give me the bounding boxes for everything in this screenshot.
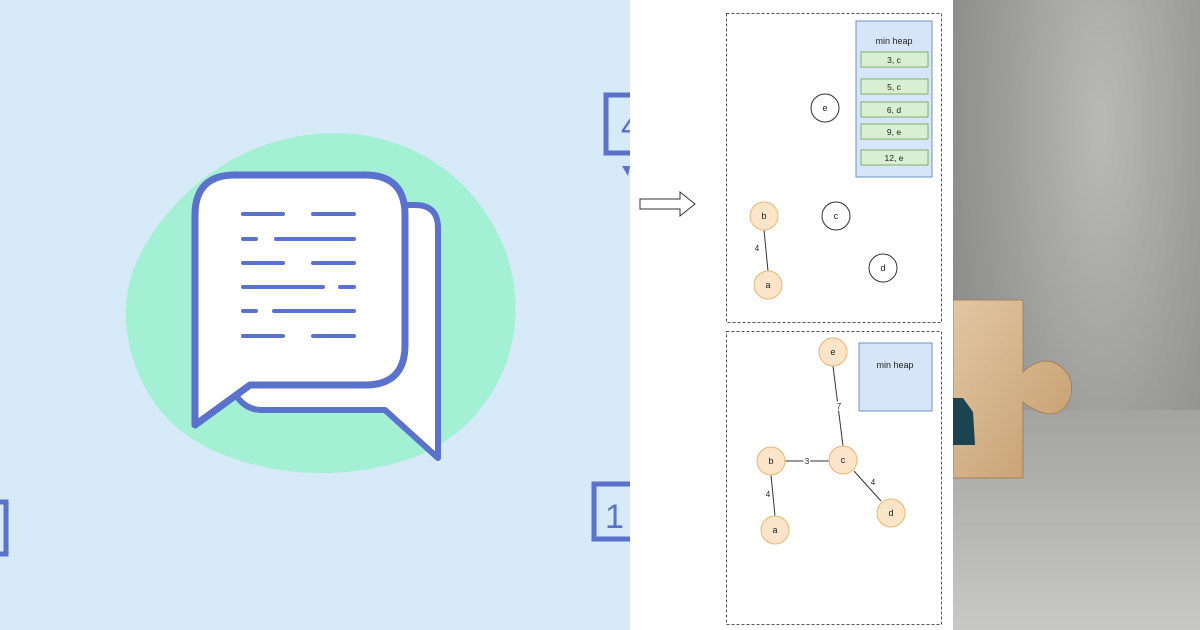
node-c — [828, 445, 858, 475]
svg-text:a: a — [765, 280, 770, 290]
top-graph: 4 e b c a d — [749, 93, 898, 300]
top-frame — [726, 13, 942, 323]
node-a — [753, 270, 783, 300]
svg-text:a: a — [772, 525, 777, 535]
node-b — [756, 446, 786, 476]
edge-b-a — [763, 229, 769, 272]
node-c — [821, 201, 851, 231]
puzzle-photo — [953, 299, 1200, 630]
puzzle-piece-icon — [953, 299, 1073, 479]
svg-text:b: b — [761, 211, 766, 221]
puzzle-photo-panel — [953, 0, 1200, 630]
puzzle-shadow — [953, 398, 975, 445]
heap-entry: 6, d — [887, 105, 901, 115]
text-lines-icon — [241, 212, 356, 338]
digit-1: 1 — [605, 498, 624, 536]
front-speech-bubble-icon — [191, 171, 409, 429]
edge-weight: 4 — [766, 490, 771, 499]
heap-entry: 3, c — [887, 55, 901, 65]
edge-b-a — [770, 474, 776, 517]
heap-title: min heap — [876, 360, 913, 370]
digit-4: 4 — [621, 108, 630, 146]
heap-title: min heap — [875, 36, 912, 46]
node-d — [868, 253, 898, 283]
edge-weight: 7 — [837, 402, 842, 411]
heap-entry: 12, e — [885, 153, 904, 163]
node-e — [810, 93, 840, 123]
heap-entry: 9, e — [887, 127, 901, 137]
right-arrow-icon — [639, 190, 696, 218]
edge-c-d — [853, 470, 882, 502]
svg-text:c: c — [841, 455, 846, 465]
digit-box-top: 4 — [603, 92, 630, 176]
edge-weight: 4 — [755, 244, 760, 253]
bottom-graph: 7 3 4 4 e b c a d — [756, 337, 906, 545]
node-b — [749, 201, 779, 231]
digit-box-bottom: 1 — [591, 481, 630, 542]
svg-text:e: e — [830, 347, 835, 357]
top-min-heap: min heap 3, c 5, c 6, d 9, e 12, e — [855, 20, 933, 178]
chat-illustration: 4 1 — [0, 92, 630, 557]
edge-weight: 3 — [805, 457, 810, 466]
node-d — [876, 498, 906, 528]
heap-entry: 5, c — [887, 82, 901, 92]
bottom-min-heap: min heap — [858, 342, 933, 412]
node-e — [818, 337, 848, 367]
edge-e-c — [832, 365, 844, 447]
chat-illustration-panel: 4 1 — [0, 0, 630, 630]
svg-text:d: d — [880, 263, 885, 273]
graph-diagram-panel: min heap 3, c 5, c 6, d 9, e 12, e 4 e b… — [630, 0, 953, 630]
edge-box-left — [0, 499, 9, 557]
svg-text:c: c — [834, 211, 839, 221]
bottom-frame — [726, 331, 942, 625]
svg-text:b: b — [768, 456, 773, 466]
graph-diagram: min heap 3, c 5, c 6, d 9, e 12, e 4 e b… — [639, 13, 942, 625]
svg-text:e: e — [822, 103, 827, 113]
node-a — [760, 515, 790, 545]
edge-weight: 4 — [871, 478, 876, 487]
svg-text:d: d — [888, 508, 893, 518]
